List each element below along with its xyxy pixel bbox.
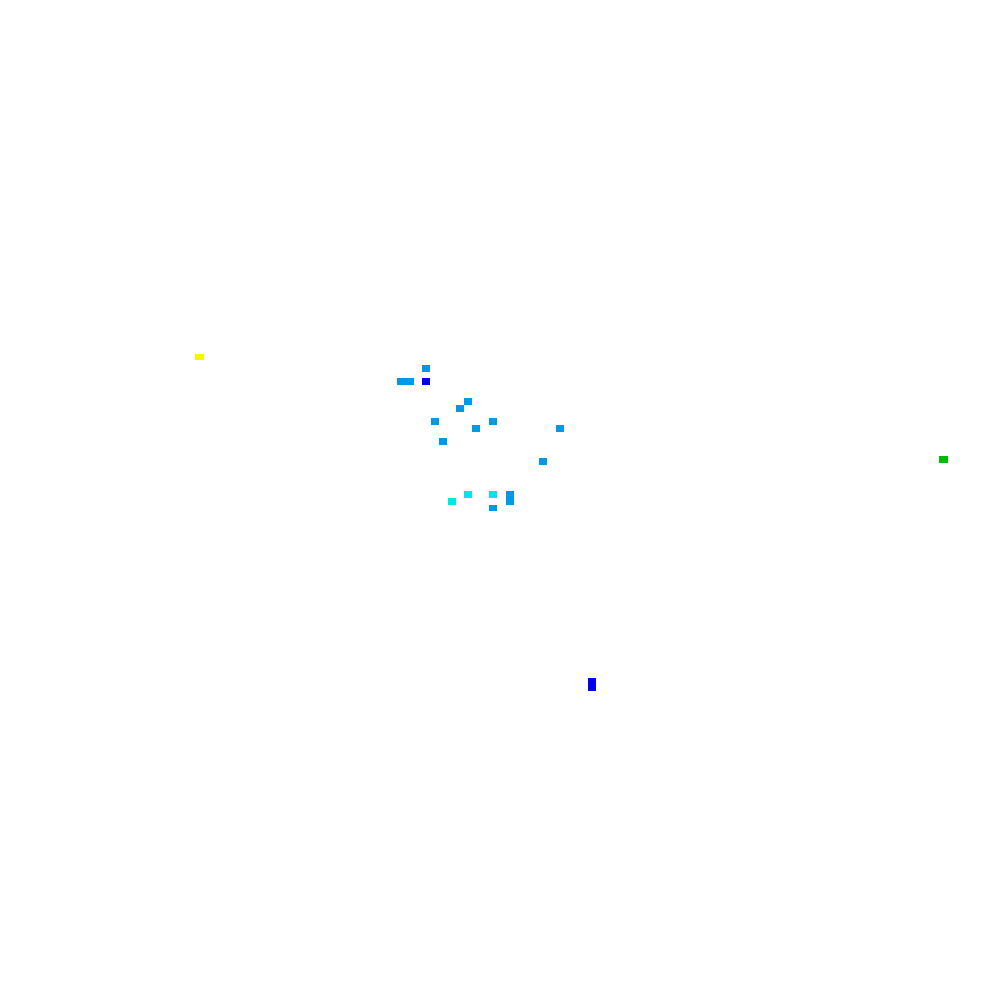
- marker-sky-1: [422, 365, 430, 372]
- marker-sky-7: [472, 425, 480, 432]
- marker-cyan-1: [464, 491, 472, 498]
- marker-sky-12: [489, 505, 497, 511]
- marker-deep-blue-1: [422, 378, 430, 385]
- marker-sky-6: [489, 418, 497, 425]
- marker-sky-4: [456, 405, 464, 412]
- marker-sky-11: [506, 491, 514, 505]
- marker-sky-10: [539, 458, 547, 465]
- marker-green: [939, 456, 948, 463]
- marker-sky-5: [431, 418, 439, 425]
- marker-sky-9: [439, 438, 447, 445]
- marker-yellow: [195, 354, 204, 360]
- marker-cyan-2: [489, 491, 497, 498]
- marker-cyan-3: [448, 498, 456, 505]
- marker-sky-2: [397, 378, 414, 385]
- marker-sky-8: [556, 425, 564, 432]
- marker-deep-blue-2: [588, 678, 596, 691]
- marker-sky-3: [464, 398, 472, 405]
